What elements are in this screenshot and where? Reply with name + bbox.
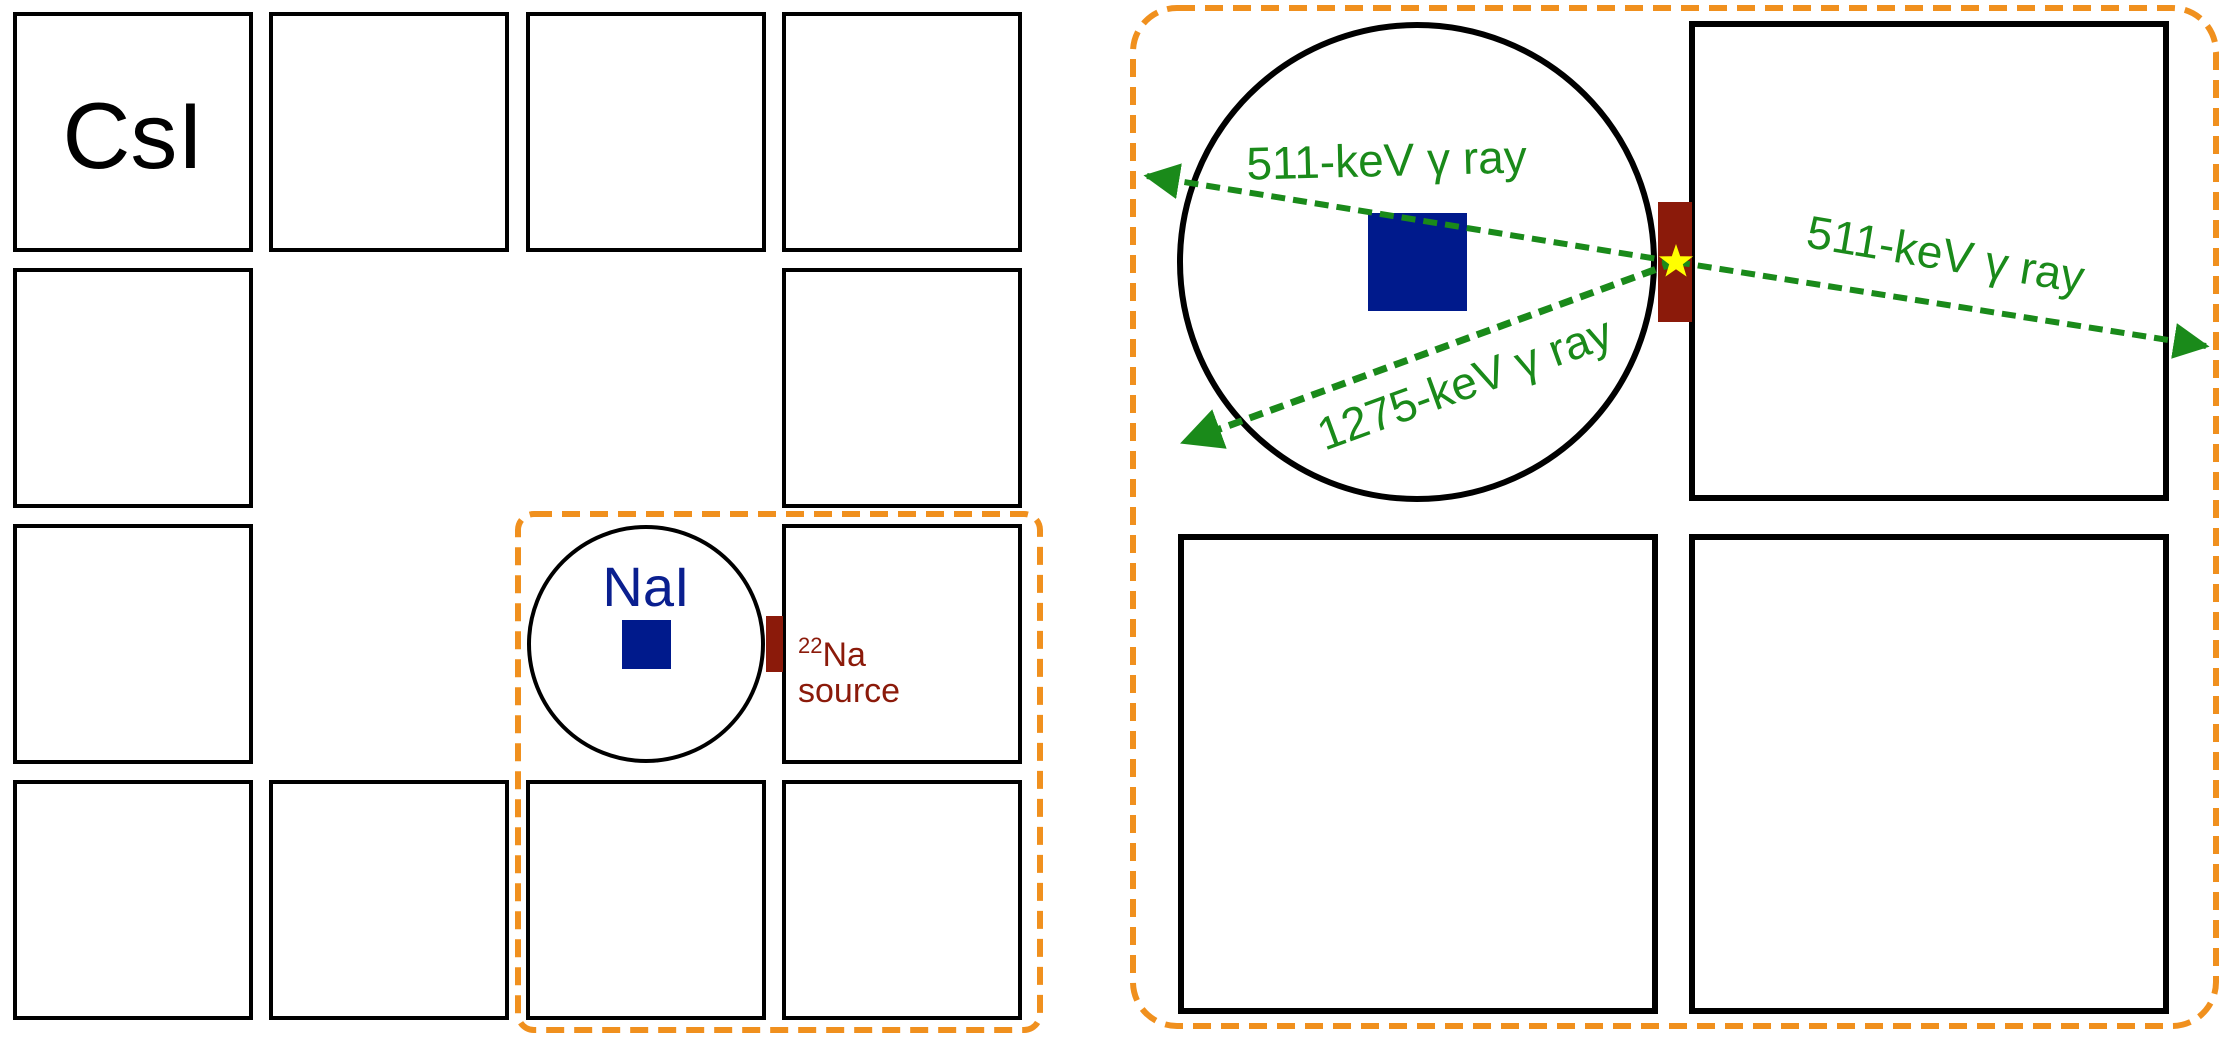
zoomed-view-box: [1130, 5, 2219, 1029]
csi-crystal-r4c4: [782, 780, 1022, 1020]
csi-crystal-r1c1: [13, 12, 253, 252]
source-word-label: source: [798, 672, 900, 710]
annihilation-star-icon: [1658, 244, 1694, 277]
source-isotope-label: 22Na: [798, 633, 866, 674]
csi-crystal-r1c4: [782, 12, 1022, 252]
source-isotope-mass: 22: [798, 633, 822, 658]
csi-crystal-r4c3: [526, 780, 766, 1020]
gamma-511-right-label: 511-keV γ ray: [1803, 205, 2088, 303]
nai-crystal-zoomed: [1368, 213, 1467, 311]
nai-detector-housing: [527, 525, 765, 763]
csi-crystal-r4c2: [269, 780, 509, 1020]
csi-crystal-r2c1: [13, 268, 253, 508]
gamma-ray-paths: [1143, 163, 2210, 449]
gamma-511-upper-label: 511-keV γ ray: [1246, 130, 1528, 189]
nai-crystal: [622, 620, 671, 669]
csi-crystal-r1c2: [269, 12, 509, 252]
csi-label: CsI: [63, 83, 204, 188]
source-isotope-symbol: Na: [822, 636, 866, 674]
csi-crystal-zoomed-bottom-left: [1178, 534, 1658, 1014]
csi-crystal-r4c1: [13, 780, 253, 1020]
gamma-ray-511-right-arrow: [1675, 259, 2210, 359]
nai-detector-housing-zoomed: [1177, 22, 1657, 502]
zoomed-detectors: [1177, 21, 2169, 1014]
na22-source: [766, 616, 783, 672]
csi-crystal-r1c3: [526, 12, 766, 252]
highlight-region-box: [515, 511, 1043, 1033]
csi-crystal-zoomed-bottom-right: [1689, 534, 2169, 1014]
gamma-ray-511-left-arrow: [1143, 163, 1677, 265]
csi-crystal-r2c4: [782, 268, 1022, 508]
csi-crystal-r3c1: [13, 524, 253, 764]
csi-crystal-r3c4: [782, 524, 1022, 764]
detector-array-overview: [13, 12, 1022, 1020]
nai-label: NaI: [602, 555, 689, 618]
